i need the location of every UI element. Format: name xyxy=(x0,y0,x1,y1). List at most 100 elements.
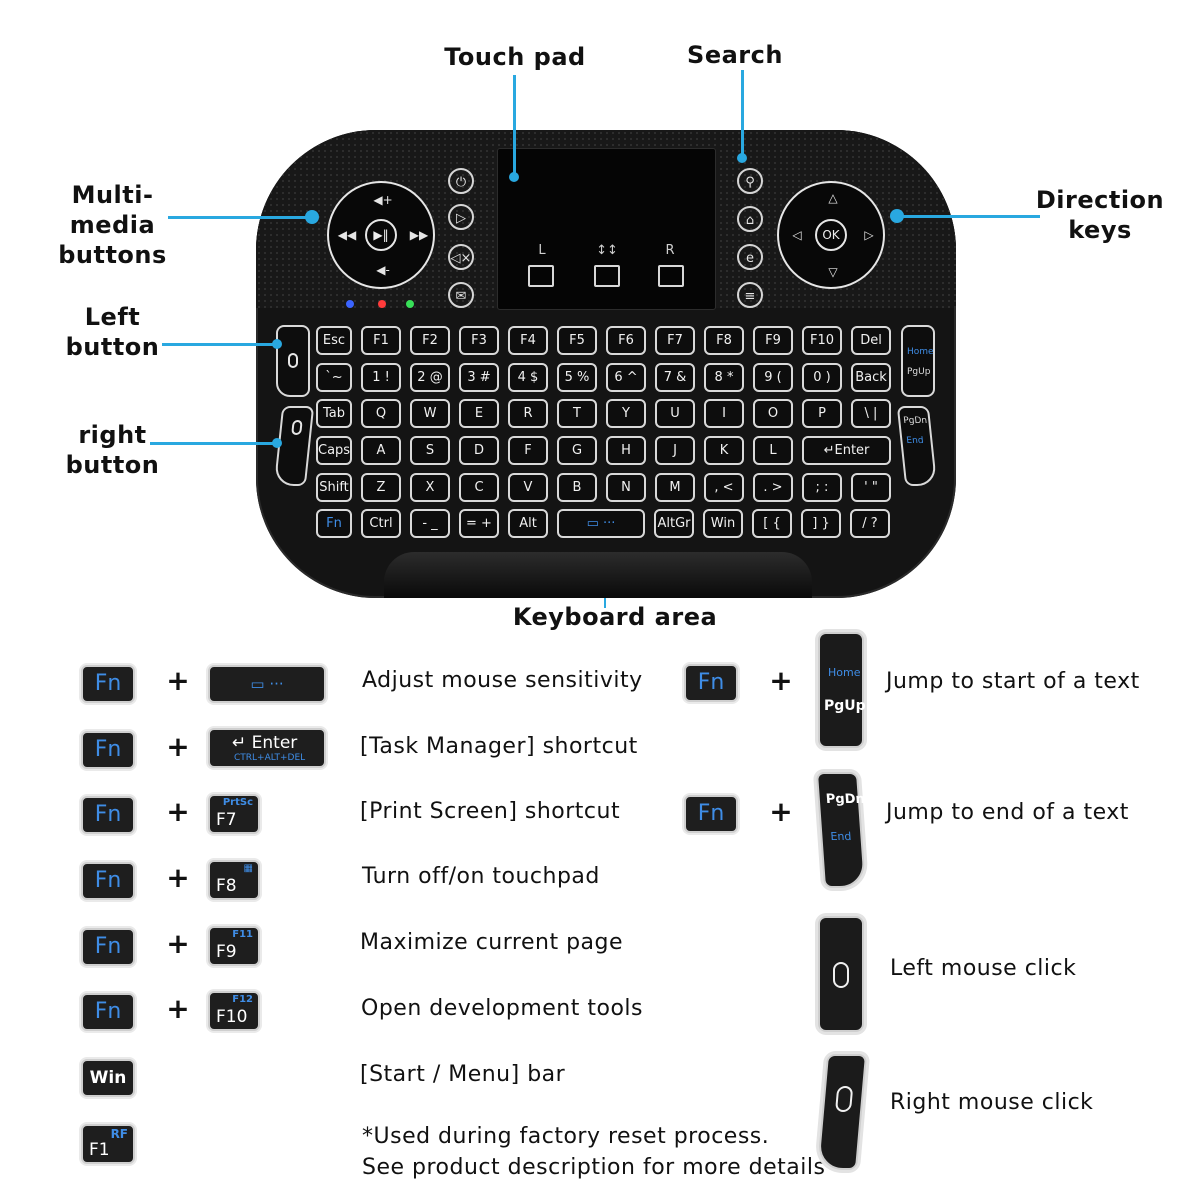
key-row3-0[interactable]: Tab xyxy=(316,399,352,428)
arrow-left-icon[interactable]: ◁ xyxy=(792,228,802,242)
key-row6-2[interactable]: - _ xyxy=(410,509,450,538)
touchpad[interactable]: L ↕↕ R xyxy=(497,148,716,310)
media-play-icon[interactable]: ▷ xyxy=(448,204,474,230)
key-row2-1[interactable]: 1 ! xyxy=(361,363,401,392)
key-row5-1[interactable]: Z xyxy=(361,473,401,502)
key-row2-3[interactable]: 3 # xyxy=(459,363,499,392)
key-row1-7[interactable]: F7 xyxy=(655,326,695,355)
key-row5-11[interactable]: ' " xyxy=(851,473,891,502)
key-row6-0[interactable]: Fn xyxy=(316,509,352,538)
previous-track-icon[interactable]: ◀◀ xyxy=(337,228,357,242)
arrow-down-icon[interactable]: ▽ xyxy=(828,265,838,279)
key-row1-4[interactable]: F4 xyxy=(508,326,548,355)
key-row5-10[interactable]: ; : xyxy=(802,473,842,502)
key-row1-8[interactable]: F8 xyxy=(704,326,744,355)
arrow-right-icon[interactable]: ▷ xyxy=(864,228,874,242)
key-row1-5[interactable]: F5 xyxy=(557,326,597,355)
key-row4-9[interactable]: L xyxy=(753,436,793,465)
key-row3-1[interactable]: Q xyxy=(361,399,401,428)
browser-icon[interactable]: e xyxy=(737,244,763,270)
key-row1-1[interactable]: F1 xyxy=(361,326,401,355)
key-row5-5[interactable]: B xyxy=(557,473,597,502)
volume-up-icon[interactable]: ◀+ xyxy=(373,193,393,207)
next-track-icon[interactable]: ▶▶ xyxy=(409,228,429,242)
end-label: End xyxy=(830,830,852,843)
key-row2-2[interactable]: 2 @ xyxy=(410,363,450,392)
key-row6-10[interactable]: / ? xyxy=(850,509,890,538)
key-row3-7[interactable]: U xyxy=(655,399,695,428)
key-row2-11[interactable]: Back xyxy=(851,363,891,392)
key-row5-6[interactable]: N xyxy=(606,473,646,502)
key-row6-6[interactable]: AltGr xyxy=(654,509,694,538)
key-row2-10[interactable]: 0 ) xyxy=(802,363,842,392)
key-row4-7[interactable]: J xyxy=(655,436,695,465)
key-row1-2[interactable]: F2 xyxy=(410,326,450,355)
left-label-line1: Left xyxy=(84,303,141,331)
key-row1-6[interactable]: F6 xyxy=(606,326,646,355)
key-row5-7[interactable]: M xyxy=(655,473,695,502)
pgup-key[interactable]: Home PgUp xyxy=(901,325,935,397)
mouse-right-icon xyxy=(291,420,303,435)
search-icon[interactable]: ⚲ xyxy=(737,168,763,194)
key-row5-8[interactable]: , < xyxy=(704,473,744,502)
ok-button[interactable]: OK xyxy=(815,219,847,251)
key-row3-9[interactable]: O xyxy=(753,399,793,428)
power-icon[interactable]: ⏻ xyxy=(448,168,474,194)
key-row3-5[interactable]: T xyxy=(557,399,597,428)
key-row5-0[interactable]: Shift xyxy=(316,473,352,502)
menu-icon[interactable]: ≡ xyxy=(737,282,763,308)
key-row4-4[interactable]: F xyxy=(508,436,548,465)
key-row6-5[interactable]: ▭ ··· xyxy=(557,509,645,538)
home-icon[interactable]: ⌂ xyxy=(737,206,763,232)
key-row3-8[interactable]: I xyxy=(704,399,744,428)
key-row1-11[interactable]: Del xyxy=(851,326,891,355)
direction-dial[interactable]: OK △ ▽ ◁ ▷ xyxy=(777,181,885,289)
key-row1-0[interactable]: Esc xyxy=(316,326,352,355)
mail-icon[interactable]: ✉ xyxy=(448,282,474,308)
key-row5-9[interactable]: . > xyxy=(753,473,793,502)
key-row3-11[interactable]: \ | xyxy=(851,399,891,428)
key-row2-8[interactable]: 8 * xyxy=(704,363,744,392)
touchpad-callout-line xyxy=(513,75,516,177)
key-row3-4[interactable]: R xyxy=(508,399,548,428)
key-row3-2[interactable]: W xyxy=(410,399,450,428)
key-row6-9[interactable]: ] } xyxy=(801,509,841,538)
key-row4-2[interactable]: S xyxy=(410,436,450,465)
key-row6-4[interactable]: Alt xyxy=(508,509,548,538)
play-pause-icon[interactable]: ▶‖ xyxy=(365,219,397,251)
key-row2-9[interactable]: 9 ( xyxy=(753,363,793,392)
key-row1-10[interactable]: F10 xyxy=(802,326,842,355)
key-row2-4[interactable]: 4 $ xyxy=(508,363,548,392)
key-row4-1[interactable]: A xyxy=(361,436,401,465)
key-row5-3[interactable]: C xyxy=(459,473,499,502)
multimedia-dial[interactable]: ▶‖ ◀+ ◀- ◀◀ ▶▶ xyxy=(327,181,435,289)
volume-down-icon[interactable]: ◀- xyxy=(376,263,390,277)
left-mouse-button[interactable] xyxy=(276,325,310,397)
arrow-up-icon[interactable]: △ xyxy=(828,191,838,205)
key-row1-9[interactable]: F9 xyxy=(753,326,793,355)
key-row2-7[interactable]: 7 & xyxy=(655,363,695,392)
key-row4-6[interactable]: H xyxy=(606,436,646,465)
key-row5-4[interactable]: V xyxy=(508,473,548,502)
key-row4-10[interactable]: ↵Enter xyxy=(802,436,891,465)
mouse-icon xyxy=(833,962,849,988)
key-row3-10[interactable]: P xyxy=(802,399,842,428)
key-row4-3[interactable]: D xyxy=(459,436,499,465)
key-row4-8[interactable]: K xyxy=(704,436,744,465)
key-row6-3[interactable]: = + xyxy=(459,509,499,538)
key-row2-0[interactable]: `~ xyxy=(316,363,352,392)
key-row3-6[interactable]: Y xyxy=(606,399,646,428)
key-row6-1[interactable]: Ctrl xyxy=(361,509,401,538)
key-row6-7[interactable]: Win xyxy=(703,509,743,538)
key-row2-5[interactable]: 5 % xyxy=(557,363,597,392)
pgdn-key[interactable]: PgDn End xyxy=(896,406,938,486)
search-callout-dot xyxy=(737,153,747,163)
key-row2-6[interactable]: 6 ^ xyxy=(606,363,646,392)
key-row4-0[interactable]: Caps xyxy=(316,436,352,465)
key-row5-2[interactable]: X xyxy=(410,473,450,502)
key-row1-3[interactable]: F3 xyxy=(459,326,499,355)
mute-icon[interactable]: ◁× xyxy=(448,244,474,270)
key-row4-5[interactable]: G xyxy=(557,436,597,465)
key-row6-8[interactable]: [ { xyxy=(752,509,792,538)
key-row3-3[interactable]: E xyxy=(459,399,499,428)
